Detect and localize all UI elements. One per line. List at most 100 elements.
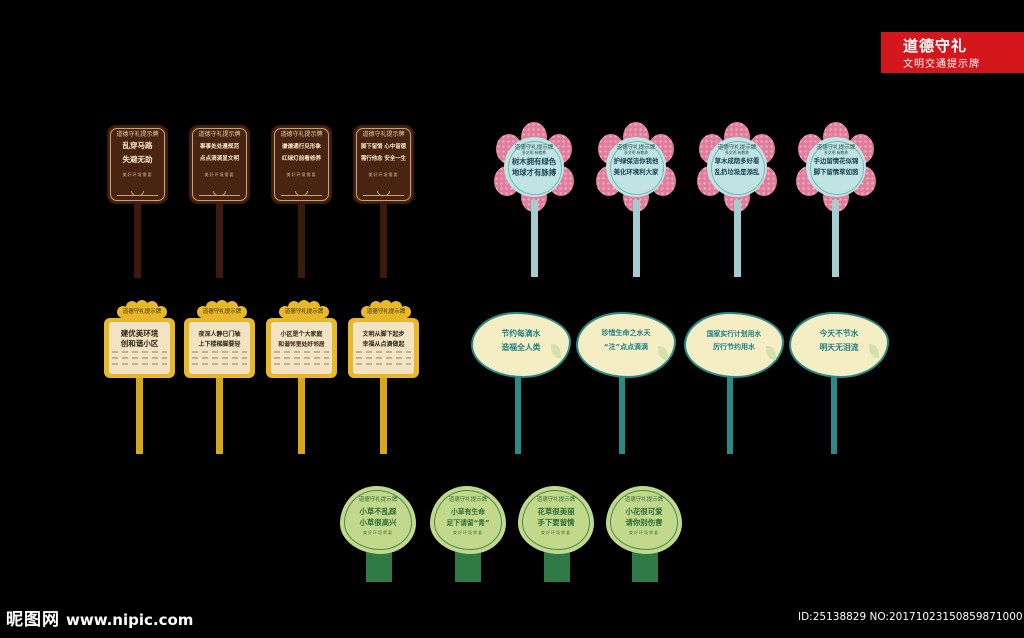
sign-line-2: 手下要留情 <box>537 518 575 527</box>
sign-line-2: 上下楼梯脚要轻 <box>198 341 241 348</box>
sign-header: 道德守礼提示牌 <box>284 309 324 315</box>
sign-line-2: 创和谐小区 <box>120 339 159 348</box>
sign-line-2: 厉行节约用水 <box>713 343 755 351</box>
sign-line-2: 点点滴滴显文明 <box>199 156 240 162</box>
gold-sign-3: 小区是个大家庭 和谐邻里处好邻居 <box>266 318 337 378</box>
gold-sign-post <box>136 378 143 454</box>
sign-small-text: 美好环境需要 <box>629 530 659 535</box>
sign-line-1: 文明从脚下起步 <box>362 331 405 338</box>
sign-line-2: 请你别伤害 <box>625 518 663 527</box>
cloud-sign-4: 今天不节水 明天无泪流 <box>789 312 889 378</box>
sign-line-2: 脚下留情草如茵 <box>813 168 859 176</box>
brown-sign-post <box>298 204 305 278</box>
tree-sign-2: 道德守礼提示牌 小草有生命 足下请留“青” 美好环境需要 <box>430 486 506 554</box>
sign-header: 道德守礼提示牌 <box>362 131 405 138</box>
sign-line-2: 美化环境利大家 <box>613 168 659 176</box>
sign-header: 道德守礼提示牌 <box>536 497 576 503</box>
sign-line-2: “注”点点滴滴 <box>603 343 649 351</box>
flower-sign-post <box>531 200 538 277</box>
sign-line-1: 夜深人静已门轴 <box>198 331 241 338</box>
cloud-sign-1: 节约每滴水 造福全人类 <box>471 312 571 378</box>
tree-sign-trunk <box>632 550 658 582</box>
site-url: www.nipic.com <box>66 611 194 629</box>
sign-header: 道德守礼提示牌 <box>358 497 398 503</box>
sign-header: 道德守礼提示牌 <box>717 145 757 151</box>
sign-line-2: 和谐邻里处好邻居 <box>278 342 325 348</box>
sign-line-1: 草木成荫多好看 <box>714 157 760 165</box>
sign-line-1: 国家实行计划用水 <box>706 330 762 338</box>
sign-header: 道德守礼提示牌 <box>366 309 406 315</box>
brown-sign-1: 道德守礼提示牌 乱穿马路 失避无助 美好环境需要 <box>107 125 168 204</box>
sign-header: 道德守礼提示牌 <box>280 131 323 138</box>
sign-small-text: 美好环境需要 <box>541 530 571 535</box>
cloud-sign-post <box>619 372 625 454</box>
brown-sign-post <box>134 204 141 278</box>
sign-line-2: 失避无助 <box>122 155 153 164</box>
sign-line-1: 小区是个大家庭 <box>280 331 323 338</box>
gold-sign-post <box>298 378 305 454</box>
sign-line-1: 小草有生命 <box>451 508 485 516</box>
flower-sign-post <box>832 200 839 277</box>
sign-line-1: 今天不节水 <box>819 329 859 338</box>
sign-header: 道德守礼提示牌 <box>116 131 159 138</box>
sign-subheader: 多文明 有教养 <box>624 150 648 155</box>
flower-sign-3: 道德守礼提示牌 多文明 有教养 草木成荫多好看 乱扔垃圾是添乱 <box>697 122 777 214</box>
gold-sign-post <box>216 378 223 454</box>
cloud-sign-3: 国家实行计划用水 厉行节约用水 <box>684 312 784 378</box>
sign-line-1: 节约每滴水 <box>501 329 541 338</box>
sign-line-2: 造福全人类 <box>501 343 541 352</box>
flower-sign-post <box>633 200 640 277</box>
brown-sign-3: 道德守礼提示牌 谦谦通行见形象 红绿灯前看修养 美好环境需要 <box>271 125 332 204</box>
sign-header: 道德守礼提示牌 <box>514 145 554 151</box>
brown-sign-post <box>380 204 387 278</box>
tree-sign-3: 道德守礼提示牌 花草很美丽 手下要留情 美好环境需要 <box>518 486 594 554</box>
sign-line-1: 谦谦通行见形象 <box>281 144 322 150</box>
sign-header: 道德守礼提示牌 <box>816 145 856 151</box>
sign-line-1: 脚下留情 心中留德 <box>360 144 406 150</box>
flower-sign-2: 道德守礼提示牌 多文明 有教养 护绿保洁你我他 美化环境利大家 <box>596 122 676 214</box>
sign-line-1: 珍惜生命之水天 <box>601 329 651 337</box>
sign-line-1: 树木拥有绿色 <box>511 157 557 166</box>
sign-header: 道德守礼提示牌 <box>198 131 241 138</box>
tree-sign-trunk <box>544 550 570 582</box>
sign-header: 道德守礼提示牌 <box>624 497 664 503</box>
sign-small-text: 美好环境需要 <box>204 172 235 177</box>
sign-small-text: 美好环境需要 <box>122 172 153 177</box>
brown-sign-4: 道德守礼提示牌 脚下留情 心中留德 需行他念 安全一生 美好环境需要 <box>353 125 414 204</box>
gold-sign-1: 建优美环境 创和谐小区 <box>104 318 175 378</box>
sign-subheader: 多文明 有教养 <box>725 150 749 155</box>
tree-sign-trunk <box>455 550 481 582</box>
title-badge: 道德守礼 文明交通提示牌 <box>881 32 1024 73</box>
gold-sign-post <box>380 378 387 454</box>
cloud-sign-post <box>515 372 521 454</box>
sign-header: 道德守礼提示牌 <box>448 497 488 503</box>
sign-line-2: 乱扔垃圾是添乱 <box>714 168 760 176</box>
sign-line-1: 花草很美丽 <box>537 507 575 516</box>
tree-sign-trunk <box>366 550 392 582</box>
brown-sign-2: 道德守礼提示牌 事事处处遵规范 点点滴滴显文明 美好环境需要 <box>189 125 250 204</box>
sign-small-text: 美好环境需要 <box>363 530 393 535</box>
image-id-text: ID:25138829 NO:20171023150859871000 <box>798 611 1023 623</box>
sign-line-2: 明天无泪流 <box>819 343 859 352</box>
sign-line-2: 需行他念 安全一生 <box>360 156 406 162</box>
sign-line-1: 手边留情花似锦 <box>813 157 859 165</box>
sign-line-1: 护绿保洁你我他 <box>613 157 659 165</box>
flower-sign-1: 道德守礼提示牌 多文明 有教养 树木拥有绿色 地球才有脉搏 <box>494 122 574 214</box>
sign-small-text: 美好环境需要 <box>453 530 483 535</box>
sign-line-1: 乱穿马路 <box>122 141 153 150</box>
badge-subtitle: 文明交通提示牌 <box>903 59 980 70</box>
sign-header: 道德守礼提示牌 <box>122 309 162 315</box>
sign-subheader: 多文明 有教养 <box>522 150 546 155</box>
tree-sign-4: 道德守礼提示牌 小花很可爱 请你别伤害 美好环境需要 <box>606 486 682 554</box>
brown-sign-post <box>216 204 223 278</box>
sign-subheader: 多文明 有教养 <box>824 150 848 155</box>
sign-header: 道德守礼提示牌 <box>202 309 242 315</box>
logo-text: 昵图网 <box>6 610 60 630</box>
sign-line-2: 足下请留“青” <box>446 519 490 527</box>
sign-small-text: 美好环境需要 <box>368 172 399 177</box>
flower-sign-post <box>734 200 741 277</box>
site-logo[interactable]: 昵图网 www.nipic.com <box>6 605 193 630</box>
tree-sign-1: 道德守礼提示牌 小草不乱踩 小草很高兴 美好环境需要 <box>340 486 416 554</box>
sign-line-2: 地球才有脉搏 <box>511 168 557 177</box>
sign-line-2: 红绿灯前看修养 <box>281 156 322 162</box>
